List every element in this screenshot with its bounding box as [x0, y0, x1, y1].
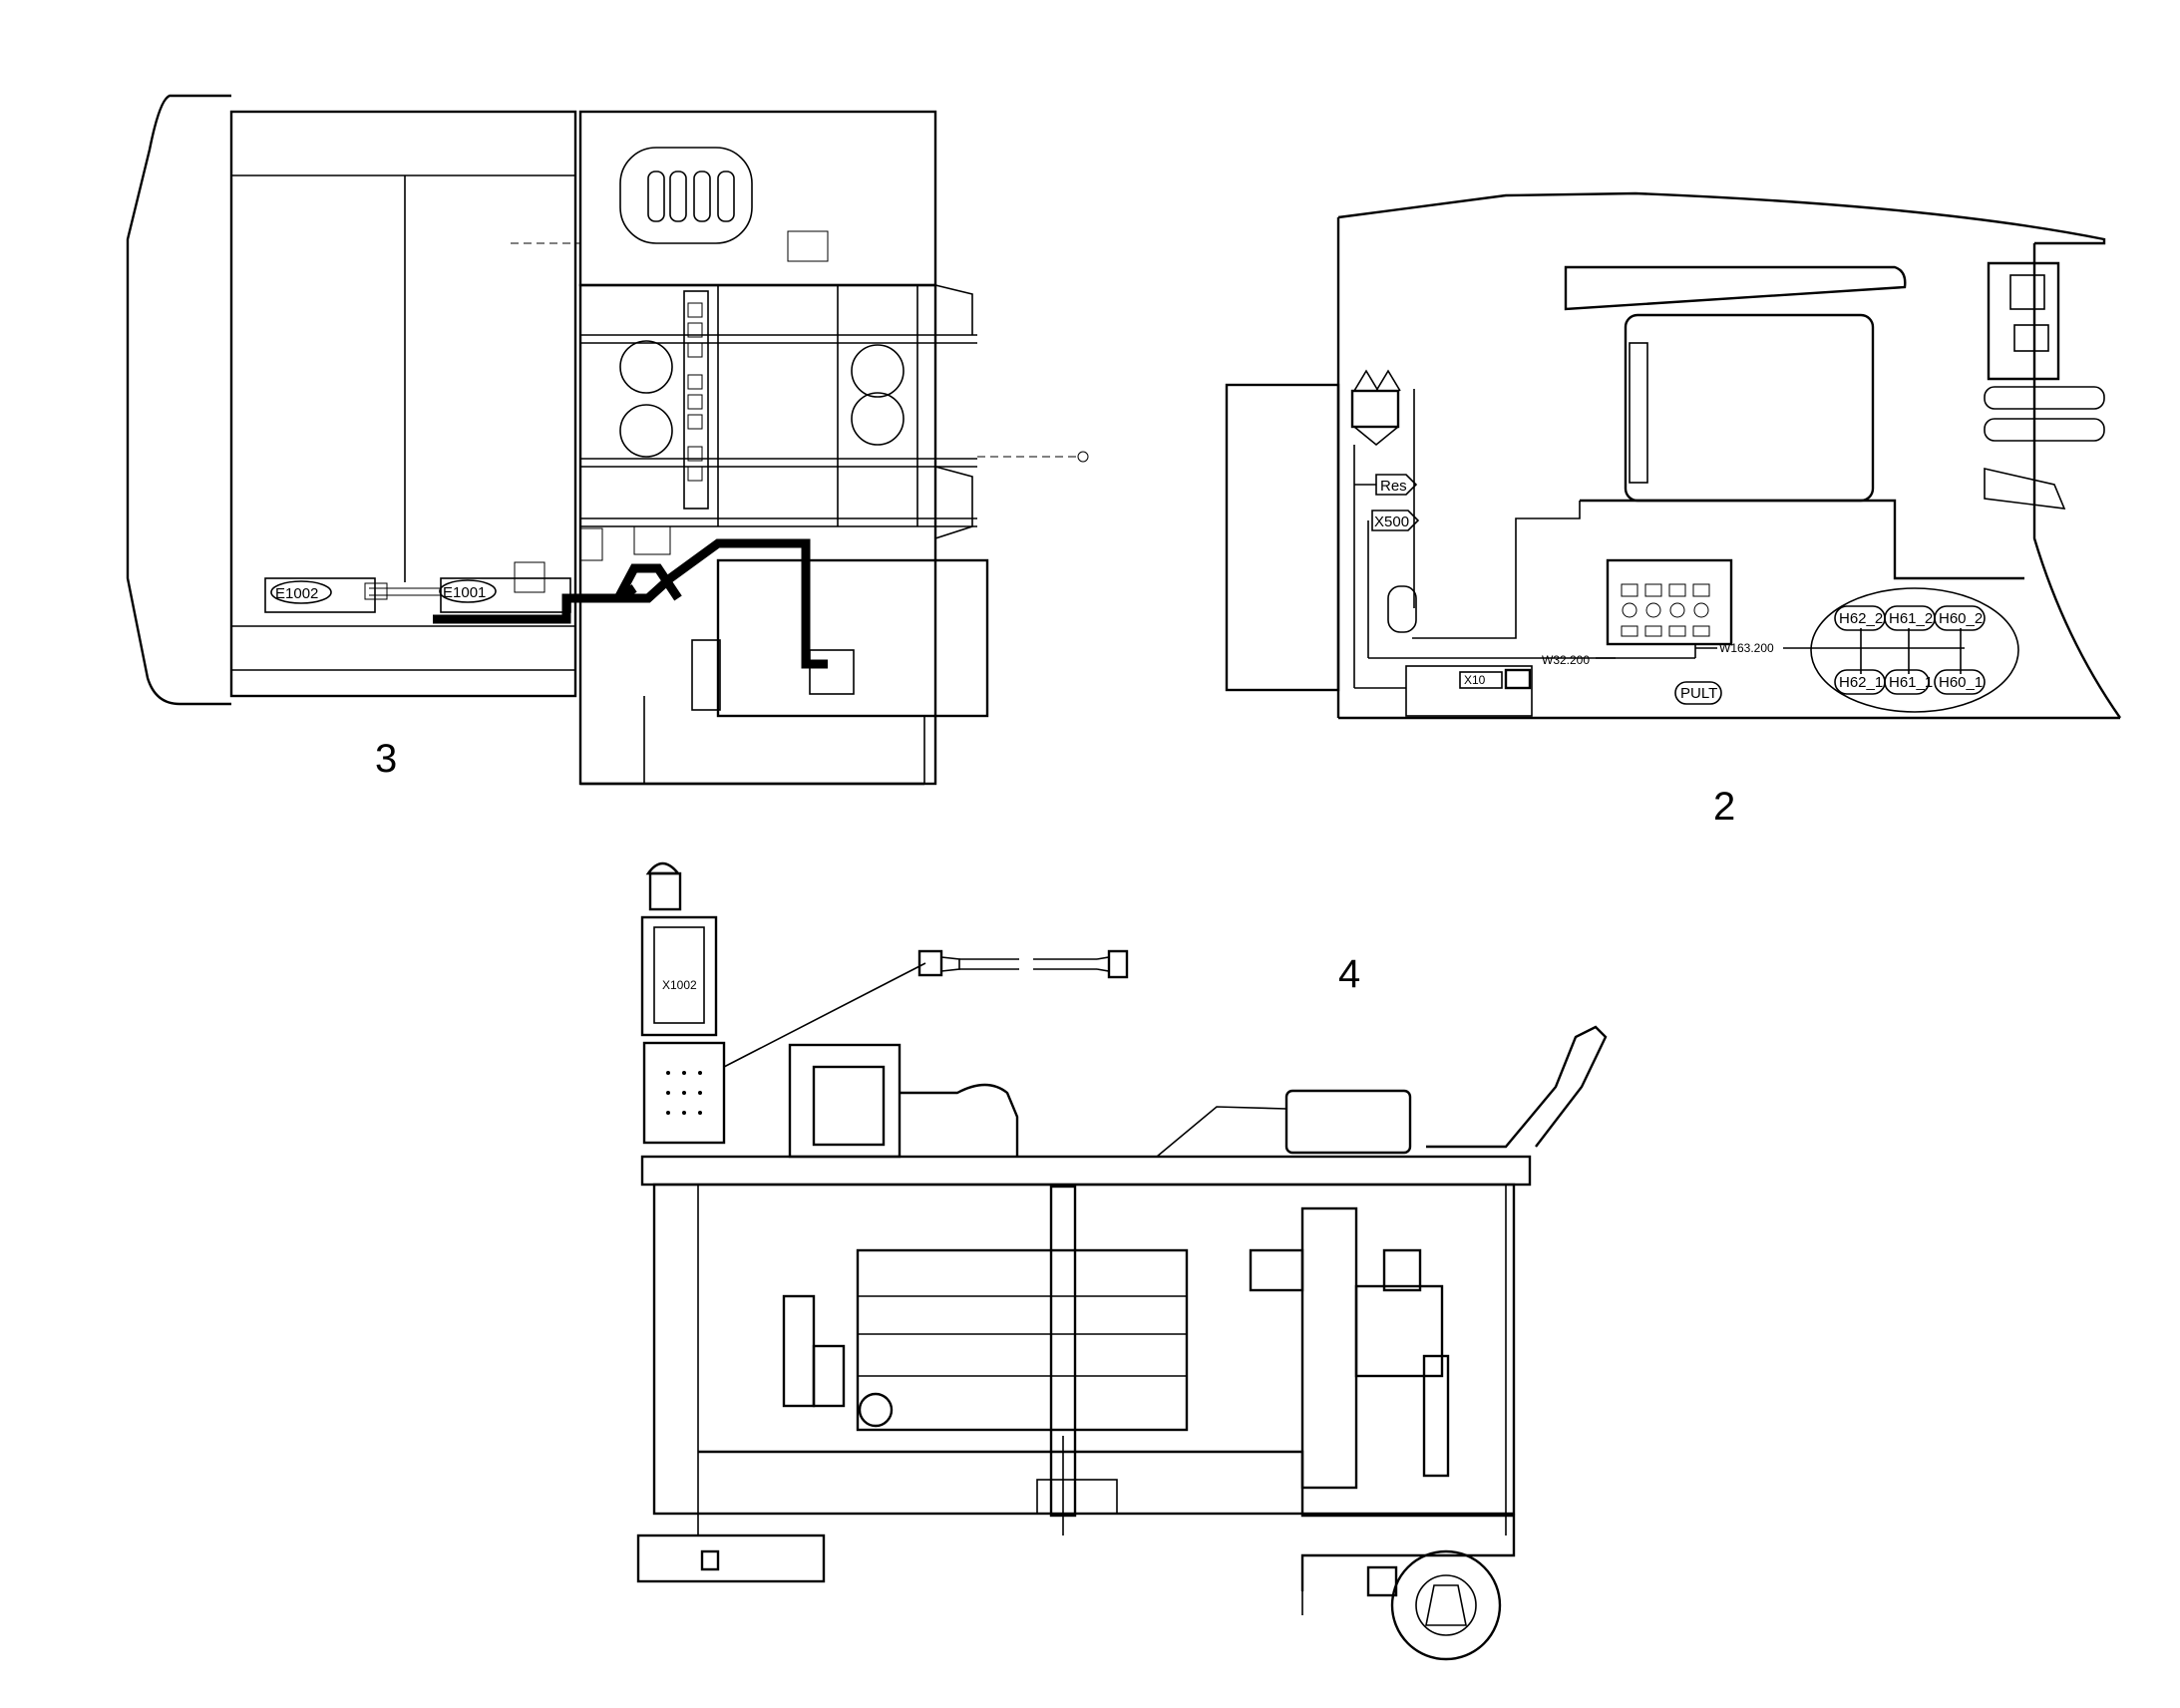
h60-2-label: H60_2	[1939, 610, 1983, 627]
view3-component-e1001: E1001	[439, 561, 571, 613]
view4-transmission	[1300, 1206, 1358, 1490]
h61-2-label: H61_2	[1889, 610, 1933, 627]
view4-wheel	[1390, 1549, 1502, 1661]
view4-top-beam	[640, 1155, 1532, 1187]
view3-cylinder-housing	[619, 147, 753, 244]
x500-label: X500	[1374, 513, 1409, 530]
view3-thick-harness	[433, 538, 828, 669]
view3-hood-outline	[126, 94, 231, 706]
view3-wheel-4	[851, 392, 905, 446]
view3-cylinders	[647, 171, 735, 222]
view2-seat-back	[1564, 265, 1907, 311]
view4-cable-assembly	[917, 949, 1129, 979]
view2-number: 2	[1713, 785, 1735, 829]
view2-seat-cushion	[1624, 313, 1875, 503]
view2-left-block	[1225, 383, 1340, 692]
view-2: Res X500 X10 W32.200 W163.200	[1225, 191, 2121, 829]
pult-label: PULT	[1680, 685, 1717, 702]
view2-x10-connector: X10	[1405, 665, 1533, 717]
view3-component-e1002: E1002	[264, 577, 441, 613]
view4-dot-grid	[666, 1071, 702, 1115]
res-label: Res	[1380, 478, 1407, 495]
view3-frame	[578, 283, 937, 786]
view4-x1002-box	[640, 915, 718, 1037]
view4-engine-block	[856, 1248, 1189, 1432]
view3-wheel-2	[619, 404, 673, 458]
view2-connector-pair	[1350, 369, 1401, 447]
w163-label: W163.200	[1719, 641, 1774, 655]
view2-pult-tag: PULT	[1674, 681, 1722, 705]
x10-label: X10	[1464, 673, 1486, 687]
view3-engine-box	[578, 110, 937, 287]
view-4: X1002 4	[636, 861, 1608, 1661]
x1002-label: X1002	[662, 978, 697, 992]
view3-number: 3	[375, 737, 397, 781]
view2-res-tag: Res	[1375, 474, 1418, 496]
h60-1-label: H60_1	[1939, 674, 1983, 691]
view-3: E1002 E1001 3	[126, 94, 1089, 786]
e1002-label: E1002	[275, 585, 318, 602]
view2-x500-tag: X500	[1371, 510, 1420, 531]
h61-1-label: H61_1	[1889, 674, 1933, 691]
view2-body-outline	[1337, 191, 2106, 245]
h62-2-label: H62_2	[1839, 610, 1883, 627]
view3-harness-ladder	[683, 290, 709, 510]
view4-number: 4	[1338, 952, 1360, 996]
view3-cab-body	[229, 110, 577, 698]
h62-1-label: H62_1	[1839, 674, 1883, 691]
view3-wheel-3	[851, 344, 905, 398]
view2-switch-panel	[1606, 558, 1733, 646]
view3-lower-box	[716, 558, 989, 718]
view3-wheel-1	[619, 340, 673, 394]
view2-lamp-group: H62_2 H61_2 H60_2 H62_1 H61_1 H60_1	[1810, 587, 2019, 713]
w32-label: W32.200	[1542, 653, 1590, 667]
view3-ladder-rungs	[687, 302, 703, 482]
e1001-label: E1001	[443, 584, 486, 601]
